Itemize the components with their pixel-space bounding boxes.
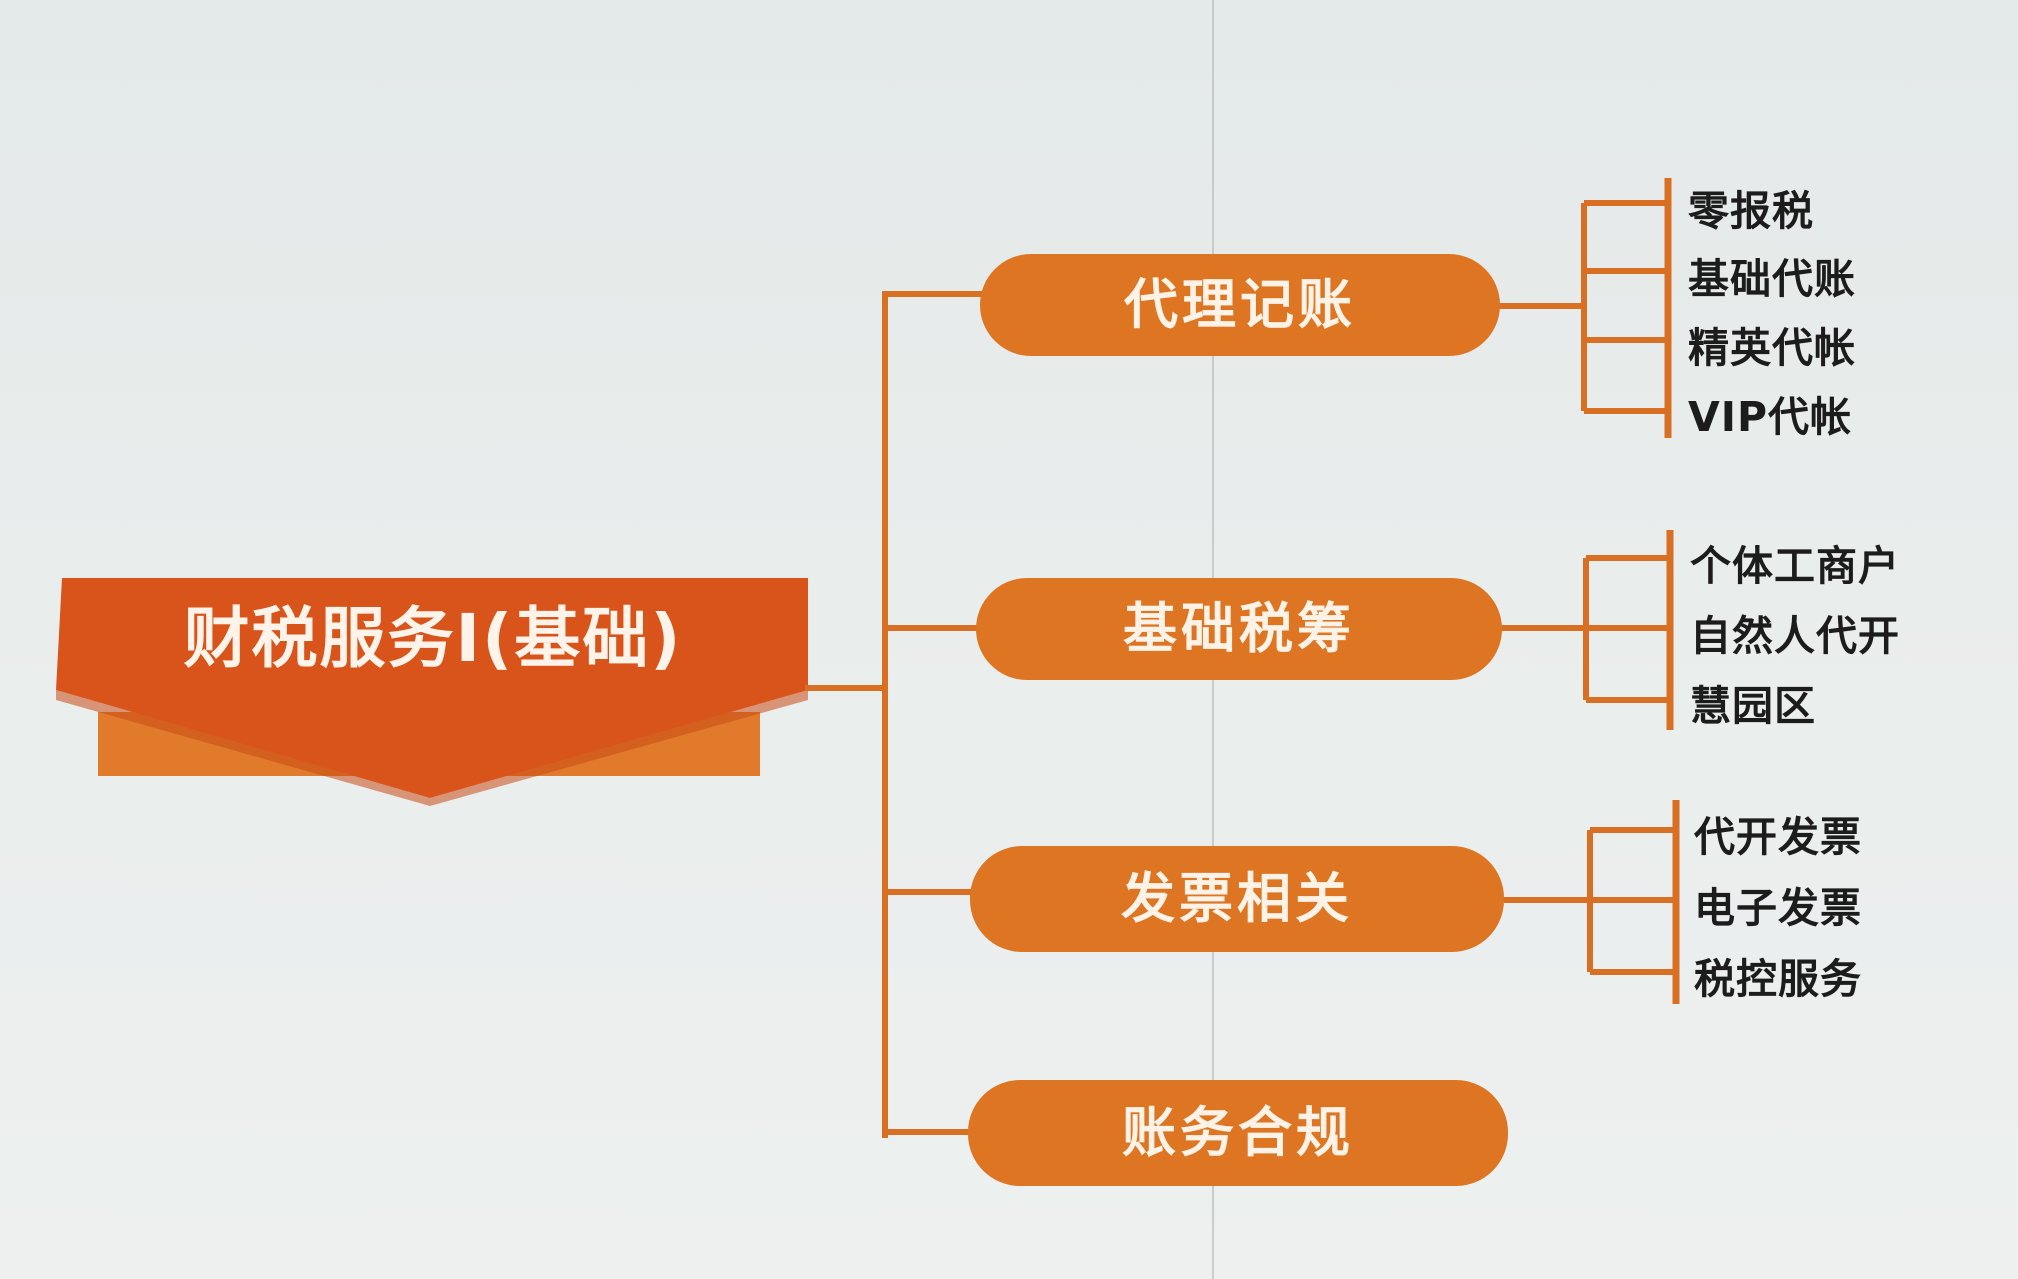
leaf-item-zero-tax: 零报税 [1688, 187, 1814, 235]
branch-node-4: 账务合规 [968, 1080, 1508, 1186]
leaf-item-basic-bookkeeping: 基础代账 [1688, 255, 1856, 303]
leaf-item-tax-control-service: 税控服务 [1694, 955, 1862, 1003]
branch-1-leaf-bracket [1498, 178, 1672, 438]
leaf-item-natural-person-invoicing: 自然人代开 [1690, 612, 1900, 660]
trunk-connector [805, 291, 993, 1138]
root-banner [56, 578, 808, 798]
branch-node-1: 代理记账 [980, 254, 1500, 356]
leaf-item-elite-bookkeeping: 精英代帐 [1688, 324, 1856, 372]
root-title: 财税服务I(基础) [183, 600, 683, 677]
branch-2-leaf-bracket [1500, 530, 1674, 730]
leaf-item-vip-bookkeeping: VIP代帐 [1688, 393, 1853, 441]
leaf-item-individual-business: 个体工商户 [1690, 542, 1900, 590]
leaf-item-hui-park: 慧园区 [1690, 682, 1816, 730]
leaf-item-electronic-invoice: 电子发票 [1694, 884, 1862, 932]
leaf-item-invoice-issuance: 代开发票 [1694, 813, 1862, 861]
branch-node-3: 发票相关 [970, 846, 1504, 952]
branch-3-leaf-bracket [1504, 800, 1680, 1004]
branch-node-2: 基础税筹 [976, 578, 1502, 680]
